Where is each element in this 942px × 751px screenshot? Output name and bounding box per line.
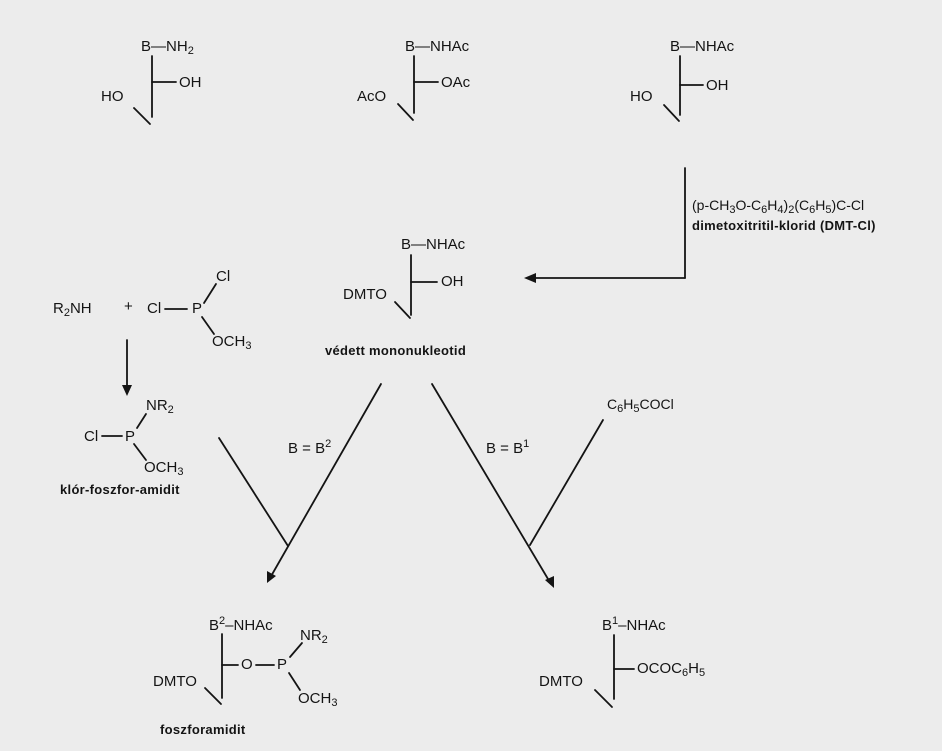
left-v-arrow	[218, 383, 382, 579]
protected-top-label: B—NHAc	[401, 236, 466, 253]
protected-right-label: OH	[441, 273, 464, 290]
dmt-arrowhead	[524, 273, 536, 283]
right-v-arrow	[431, 383, 604, 585]
pcl-reagent-cl-top: Cl	[216, 268, 231, 285]
chloro-amidite-caption: klór-foszfor-amidit	[60, 482, 180, 497]
chloro-amidite-nr2: NR2	[146, 397, 174, 416]
structure-1-bonds	[133, 55, 177, 125]
structure-2-right-label: OAc	[441, 74, 471, 91]
benzoyl-right-label: OCOC6H5	[637, 660, 706, 679]
structure-3-right-label: OH	[706, 77, 729, 94]
structure-1-left-label: HO	[101, 88, 124, 105]
phosphoramidite-bonds	[204, 633, 303, 705]
chloro-amidite-bonds	[101, 413, 147, 461]
chloro-amidite-och3: OCH3	[144, 459, 184, 478]
protected-left-label: DMTO	[343, 286, 387, 303]
pcl-reagent-bonds	[164, 283, 217, 335]
phosphoramidite-o: O	[241, 656, 253, 673]
right-v-arrowhead	[545, 576, 554, 588]
pcl-reagent-p: P	[192, 300, 203, 317]
chloro-amidite-cl: Cl	[84, 428, 99, 445]
phosphoramidite-och3: OCH3	[298, 690, 338, 709]
structure-3-top-label: B—NHAc	[670, 38, 735, 55]
pcl-reagent-cl-left: Cl	[147, 300, 162, 317]
structure-2-bonds	[397, 55, 439, 121]
plus-sign: +	[124, 298, 133, 315]
phosphoramidite-top-label: B2–NHAc	[209, 615, 273, 635]
structure-2-top-label: B—NHAc	[405, 38, 470, 55]
phosphoramidite-nr2: NR2	[300, 627, 328, 646]
dmt-reagent-formula: (p-CH3O-C6H4)2(C6H5)C-Cl	[692, 197, 865, 216]
benzoyl-product-bonds	[594, 634, 635, 708]
structure-3-left-label: HO	[630, 88, 653, 105]
left-v-arrowhead	[267, 571, 276, 583]
protected-caption: védett mononukleotid	[325, 343, 467, 358]
label-b-eq-b1: B = B1	[486, 438, 530, 458]
phosphoramidite-left-label: DMTO	[153, 673, 197, 690]
structure-3-bonds	[663, 55, 704, 122]
benzoyl-left-label: DMTO	[539, 673, 583, 690]
pcl-reagent-och3: OCH3	[212, 333, 252, 352]
dmt-reaction-arrow	[531, 167, 686, 279]
chloro-amidite-p: P	[125, 428, 136, 445]
structure-1-right-label: OH	[179, 74, 202, 91]
benzoyl-chloride-reagent: C6H5COCl	[607, 396, 674, 415]
label-b-eq-b2: B = B2	[288, 438, 332, 458]
structure-1-top-label: B—NH2	[141, 38, 194, 57]
down-arrowhead	[122, 385, 132, 396]
benzoyl-top-label: B1–NHAc	[602, 615, 666, 635]
r2nh-label: R2NH	[53, 300, 92, 319]
structure-2-left-label: AcO	[357, 88, 387, 105]
phosphoramidite-p: P	[277, 656, 288, 673]
phosphoramidite-caption: foszforamidit	[160, 722, 246, 737]
dmt-reagent-name: dimetoxitritil-klorid (DMT-Cl)	[692, 218, 876, 233]
protected-nucleotide-bonds	[394, 254, 438, 319]
